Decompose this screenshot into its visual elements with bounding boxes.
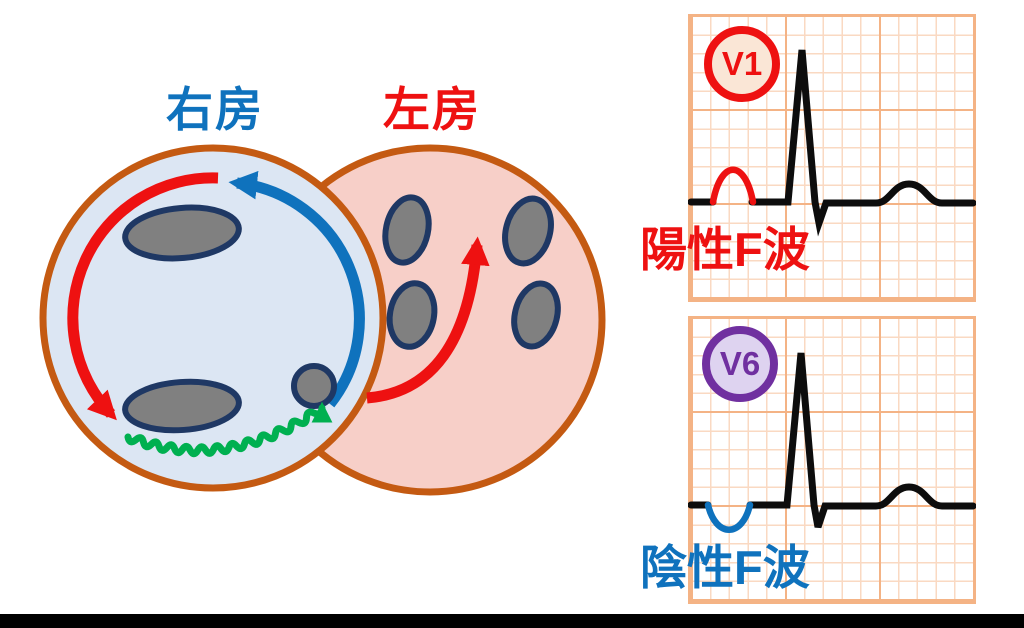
v1-positive-f-wave bbox=[709, 166, 757, 206]
v1-qrs-t-baseline bbox=[688, 49, 976, 237]
bottom-bar bbox=[0, 614, 1024, 628]
ecg-grid-v1 bbox=[688, 14, 976, 302]
left-atrium-activation-arrow bbox=[366, 236, 490, 404]
lead-badge-v6: V6 bbox=[702, 326, 778, 402]
left-atrium-label: 左房 bbox=[383, 83, 481, 136]
pulmonary-vein-lower-right bbox=[511, 280, 561, 350]
coronary-sinus-circle bbox=[291, 363, 337, 409]
ecg-trace-v1 bbox=[688, 49, 976, 237]
lead-badge-v1: V1 bbox=[704, 26, 780, 102]
reentry-red-arrow bbox=[67, 172, 219, 421]
svc-ellipse bbox=[122, 204, 242, 262]
ecg-trace-v6 bbox=[688, 352, 976, 533]
v6-negative-f-wave bbox=[704, 501, 754, 533]
slow-conduction-zigzag-arrow bbox=[124, 401, 333, 458]
atria-diagram bbox=[39, 144, 606, 496]
pulmonary-vein-lower-left bbox=[386, 280, 438, 350]
reentry-blue-arrow bbox=[228, 170, 365, 408]
right-atrium-circle bbox=[39, 144, 387, 492]
pulmonary-vein-upper-left bbox=[382, 194, 432, 266]
pulmonary-vein-upper-right bbox=[502, 195, 554, 267]
right-atrium-label: 右房 bbox=[166, 83, 264, 136]
ivc-ellipse bbox=[122, 378, 242, 434]
negative-f-wave-caption: 陰性F波 bbox=[640, 541, 810, 594]
positive-f-wave-caption: 陽性F波 bbox=[640, 223, 810, 276]
